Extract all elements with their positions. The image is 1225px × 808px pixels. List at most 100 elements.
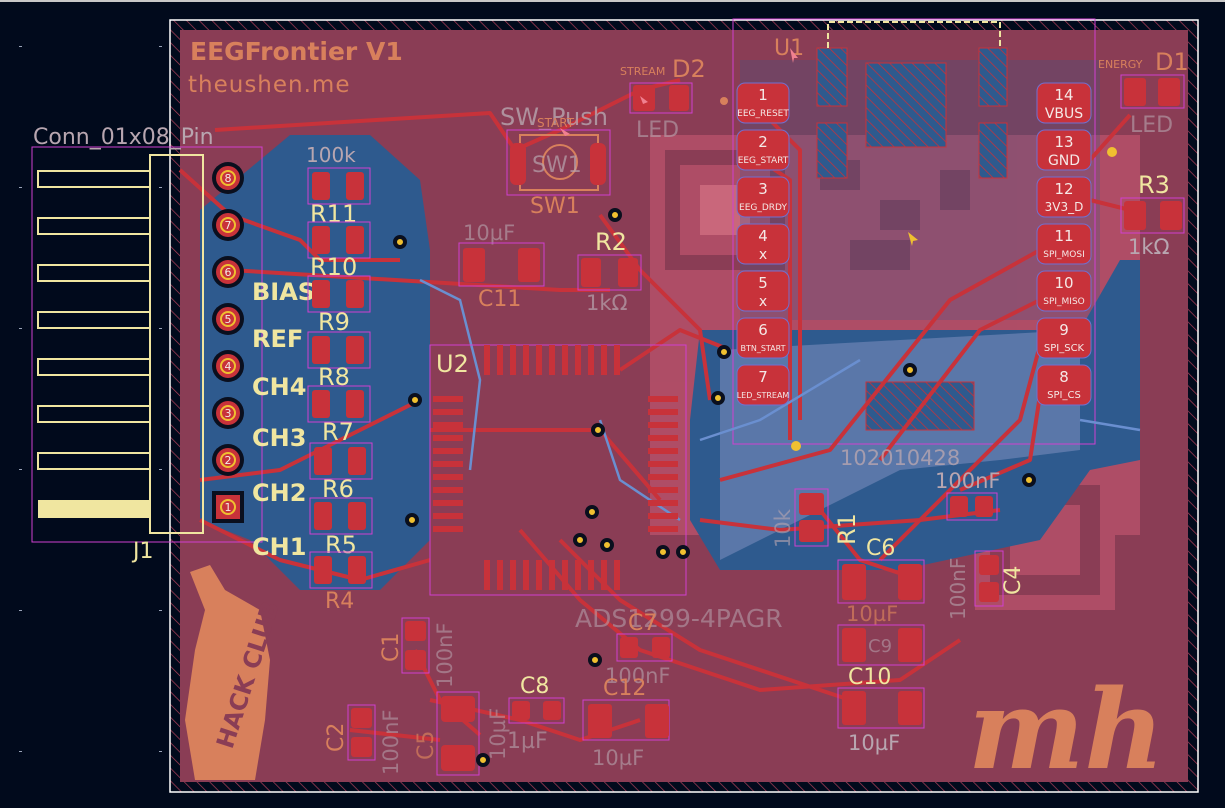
mh-logo: mh bbox=[968, 665, 1164, 794]
label-ch4: CH4 bbox=[252, 373, 306, 401]
svg-text:C2: C2 bbox=[324, 723, 349, 752]
vias bbox=[393, 97, 1117, 767]
svg-text:100nF: 100nF bbox=[946, 558, 970, 620]
label-bias: BIAS bbox=[252, 278, 315, 306]
resistor-column: 100k R11 R10 R9 R8 R7 R6 R5 R4 bbox=[306, 143, 373, 614]
svg-text:1: 1 bbox=[225, 501, 232, 514]
resistor-r10[interactable] bbox=[307, 221, 371, 259]
svg-text:C9: C9 bbox=[868, 636, 892, 657]
resistor-r3[interactable]: R3 1kΩ bbox=[1120, 171, 1185, 259]
resistor-r9[interactable] bbox=[307, 275, 371, 313]
u1-shield-pads bbox=[816, 47, 1008, 431]
capacitor-c8[interactable]: C8 1µF bbox=[507, 674, 565, 754]
svg-text:mh: mh bbox=[968, 665, 1164, 794]
j1-pads: 8 7 6 5 4 3 2 1 bbox=[212, 162, 244, 523]
cursor-markers bbox=[560, 48, 798, 136]
svg-text:R10: R10 bbox=[310, 253, 357, 281]
resistor-r4[interactable] bbox=[309, 551, 373, 589]
u1-courtyard bbox=[732, 18, 1096, 445]
svg-text:x: x bbox=[759, 247, 767, 263]
led-d2[interactable]: STREAM D2 LED bbox=[620, 55, 706, 143]
resistor-r7[interactable] bbox=[307, 385, 371, 423]
u2-right-pins bbox=[648, 396, 678, 532]
capacitor-c10[interactable]: C10 10µF bbox=[837, 665, 925, 755]
svg-text:2: 2 bbox=[758, 133, 768, 151]
svg-text:SW1: SW1 bbox=[532, 153, 582, 178]
capacitor-c2[interactable]: C2 100nF bbox=[324, 704, 403, 775]
switch-sw1[interactable]: SW_Push START SW1 SW1 bbox=[500, 103, 611, 219]
svg-text:C6: C6 bbox=[866, 536, 895, 561]
svg-text:SW_Push: SW_Push bbox=[500, 103, 608, 131]
resistor-r1[interactable]: R1 10k bbox=[771, 488, 861, 548]
resistor-r8[interactable] bbox=[307, 331, 371, 369]
svg-text:VBUS: VBUS bbox=[1045, 106, 1083, 122]
channel-labels: BIAS REF CH4 CH3 CH2 CH1 bbox=[252, 278, 315, 561]
adc-u2[interactable]: U2 ADS1299-4PAGR bbox=[429, 344, 783, 633]
board-subtitle: theushen.me bbox=[188, 72, 350, 98]
resistor-r6[interactable] bbox=[309, 442, 373, 480]
svg-text:EEG_START: EEG_START bbox=[738, 156, 789, 166]
svg-text:C7: C7 bbox=[628, 611, 657, 636]
svg-text:10µF: 10µF bbox=[486, 708, 510, 760]
svg-text:6: 6 bbox=[758, 321, 768, 339]
svg-text:1kΩ: 1kΩ bbox=[586, 291, 628, 315]
capacitor-c11[interactable]: 10µF C11 bbox=[458, 221, 545, 312]
svg-text:SPI_SCK: SPI_SCK bbox=[1044, 343, 1085, 354]
label-ref: REF bbox=[252, 325, 303, 353]
j1-value-label: Conn_01x08_Pin bbox=[33, 125, 214, 150]
svg-text:LED: LED bbox=[1130, 113, 1173, 138]
svg-text:R8: R8 bbox=[318, 363, 350, 391]
svg-text:R1: R1 bbox=[833, 513, 861, 545]
svg-text:EEG_DRDY: EEG_DRDY bbox=[739, 203, 787, 213]
u2-bottom-pins bbox=[484, 560, 620, 590]
svg-text:LED: LED bbox=[636, 118, 679, 143]
capacitor-c3[interactable]: 100nF bbox=[935, 469, 1000, 521]
connector-j1[interactable]: Conn_01x08_Pin J1 bbox=[31, 125, 263, 564]
svg-text:GND: GND bbox=[1048, 153, 1080, 169]
capacitor-c9[interactable]: C9 bbox=[837, 624, 925, 666]
resistor-r2[interactable]: R2 1kΩ bbox=[577, 228, 642, 315]
svg-text:10µF: 10µF bbox=[592, 746, 644, 770]
resistor-r11[interactable] bbox=[307, 167, 371, 205]
svg-text:U1: U1 bbox=[774, 36, 804, 61]
capacitor-c4[interactable]: C4 100nF bbox=[946, 550, 1026, 620]
svg-text:10µF: 10µF bbox=[848, 731, 900, 755]
svg-text:10µF: 10µF bbox=[846, 602, 898, 626]
svg-text:C12: C12 bbox=[603, 676, 646, 701]
capacitor-c7[interactable]: C7 100nF bbox=[605, 611, 673, 688]
svg-text:100nF: 100nF bbox=[433, 623, 457, 688]
svg-text:SPI_MISO: SPI_MISO bbox=[1043, 297, 1085, 307]
svg-text:R4: R4 bbox=[325, 589, 354, 614]
svg-text:ENERGY: ENERGY bbox=[1098, 58, 1143, 71]
svg-text:U2: U2 bbox=[436, 350, 469, 378]
capacitor-c5[interactable]: C5 10µF bbox=[414, 691, 510, 776]
label-ch3: CH3 bbox=[252, 424, 306, 452]
u2-top-pins bbox=[484, 345, 620, 375]
svg-text:100nF: 100nF bbox=[379, 710, 403, 775]
svg-text:5: 5 bbox=[758, 274, 768, 292]
led-d1[interactable]: ENERGY D1 LED bbox=[1098, 48, 1189, 138]
svg-text:R2: R2 bbox=[595, 228, 627, 256]
svg-text:C4: C4 bbox=[1001, 566, 1026, 595]
svg-text:2: 2 bbox=[225, 454, 232, 467]
u2-value-label: ADS1299-4PAGR bbox=[575, 604, 783, 633]
resistor-r5[interactable] bbox=[309, 497, 373, 535]
back-copper-traces bbox=[419, 278, 1141, 522]
capacitor-c12[interactable]: C12 10µF bbox=[582, 676, 670, 770]
svg-text:10: 10 bbox=[1054, 274, 1073, 292]
svg-text:100nF: 100nF bbox=[605, 664, 670, 688]
svg-text:11: 11 bbox=[1054, 227, 1073, 245]
svg-text:START: START bbox=[537, 116, 575, 130]
svg-text:3: 3 bbox=[758, 180, 768, 198]
capacitor-c1[interactable]: C1 100nF bbox=[379, 617, 457, 688]
svg-text:9: 9 bbox=[1059, 321, 1069, 339]
u2-left-pins bbox=[433, 396, 463, 532]
svg-text:10µF: 10µF bbox=[463, 221, 515, 245]
hack-club-logo: HACK CLUB bbox=[185, 565, 285, 780]
capacitor-c6[interactable]: C6 10µF bbox=[837, 536, 925, 626]
svg-text:100nF: 100nF bbox=[935, 469, 1000, 493]
svg-text:R3: R3 bbox=[1138, 171, 1170, 199]
